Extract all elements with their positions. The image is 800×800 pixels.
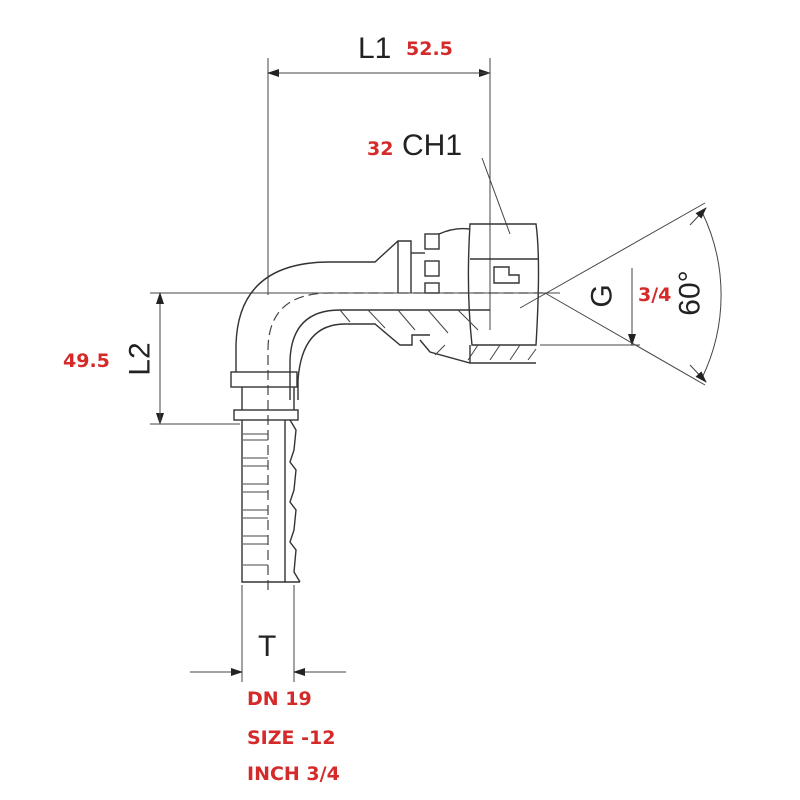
t-dimension <box>190 585 346 682</box>
ch1-label: CH1 <box>402 129 463 162</box>
elbow-fitting <box>230 223 545 590</box>
l2-dimension <box>150 292 560 425</box>
g-dimension <box>540 268 640 346</box>
g-label: G <box>585 284 619 308</box>
ch1-leader <box>481 157 511 235</box>
t-label: T <box>258 630 277 663</box>
size-spec: SIZE -12 <box>247 727 336 749</box>
l2-label: L2 <box>123 342 157 376</box>
dn-spec: DN 19 <box>247 688 312 710</box>
l1-dimension <box>267 58 491 330</box>
ch1-value: 32 <box>367 138 394 160</box>
l1-value: 52.5 <box>406 38 453 60</box>
l2-value: 49.5 <box>63 350 110 372</box>
angle-dimension <box>519 202 722 386</box>
angle-label: 60° <box>673 270 707 316</box>
g-value: 3/4 <box>638 284 672 306</box>
inch-spec: INCH 3/4 <box>247 763 340 785</box>
l1-label: L1 <box>358 32 392 65</box>
